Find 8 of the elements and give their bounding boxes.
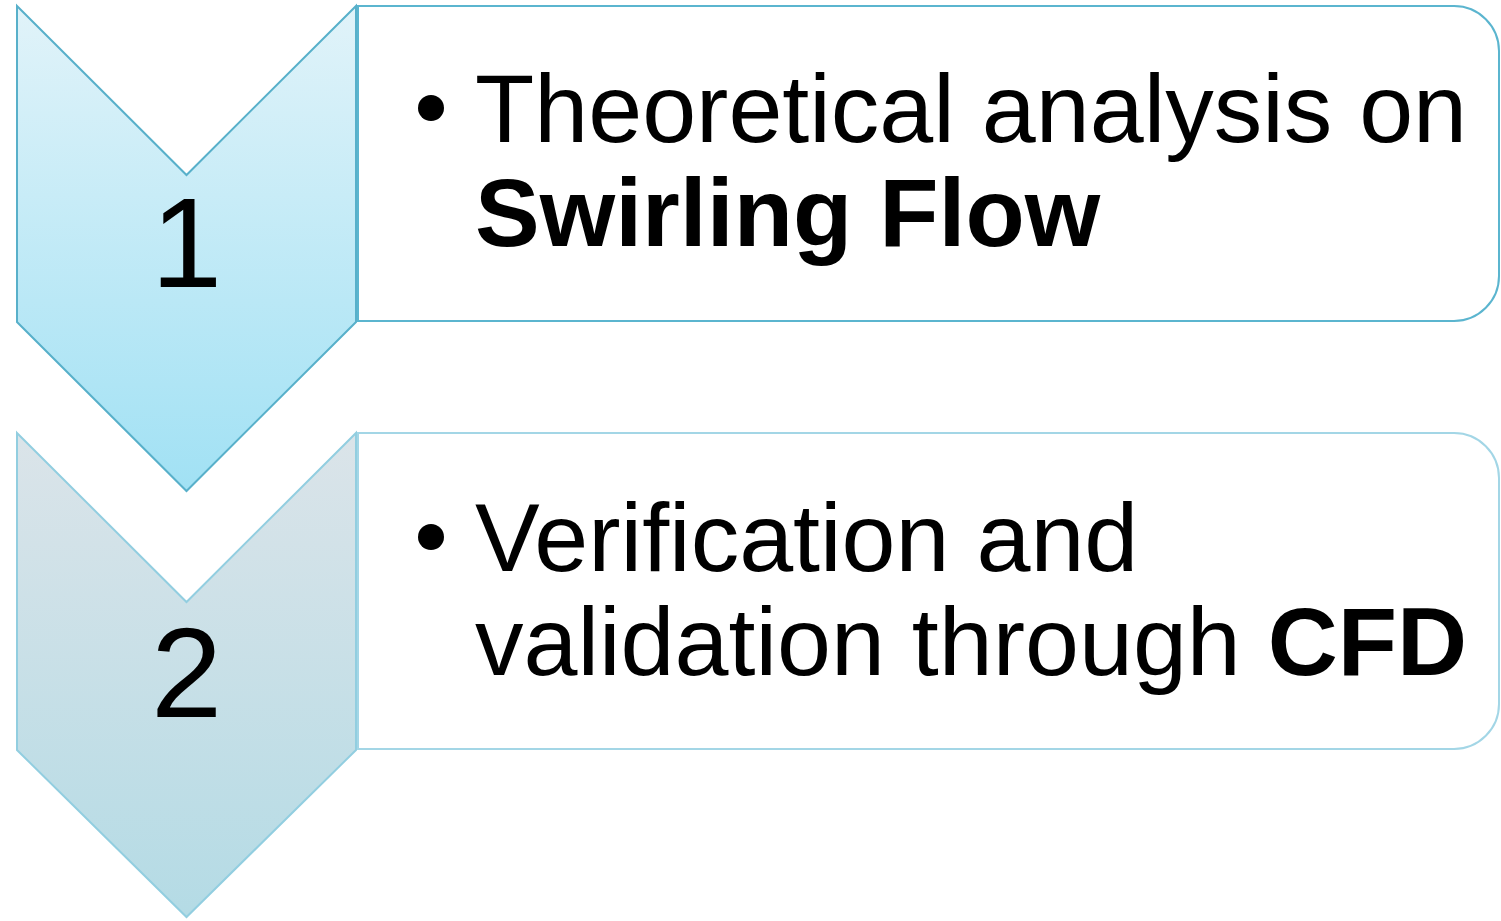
bullet-text: Verification and validation through CFD [475,486,1469,694]
bullet-text: Theoretical analysis on Swirling Flow [475,57,1469,265]
text-panel [357,5,1500,322]
chevron-shape [16,5,357,492]
text-panel [357,432,1500,750]
step-number: 2 [150,609,223,737]
step-number: 1 [150,179,223,307]
chevron-shape [16,432,357,918]
